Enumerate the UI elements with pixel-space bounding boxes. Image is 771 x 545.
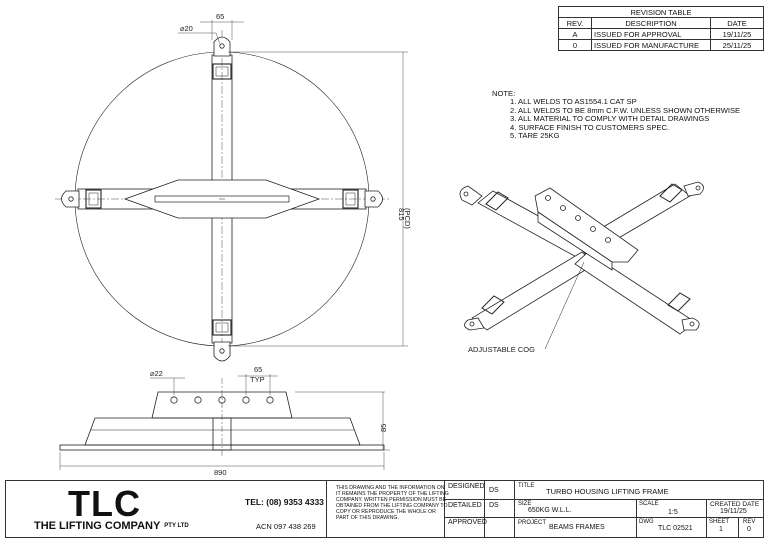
side-gusset xyxy=(151,391,293,419)
dim-pcd: 815 xyxy=(397,208,406,221)
cog-hole xyxy=(242,396,250,404)
dwg-label: DWG xyxy=(639,519,654,525)
lifting-lug xyxy=(213,36,231,57)
designed-value: DS xyxy=(489,487,499,494)
title-label: TITLE xyxy=(518,483,535,489)
drawing-notes: NOTE: 1. ALL WELDS TO AS1554.1 CAT SP 2.… xyxy=(492,89,741,141)
dim-pcd-label: (PCD) xyxy=(403,208,412,229)
company-phone: TEL: (08) 9353 4333 xyxy=(245,497,324,507)
dwg-number: TLC 02521 xyxy=(658,525,693,532)
lug-hole xyxy=(68,196,74,202)
note-item: 2. ALL WELDS TO BE 8mm C.F.W. UNLESS SHO… xyxy=(510,105,741,115)
isometric-view xyxy=(459,181,704,350)
cog-hole xyxy=(266,396,274,404)
created-value: 19/11/25 xyxy=(720,508,747,515)
sheet-value: 1 xyxy=(719,526,723,533)
note-item: 1. ALL WELDS TO AS1554.1 CAT SP xyxy=(510,97,637,107)
created-label: CREATED DATE xyxy=(710,501,760,508)
disclaimer-text: THIS DRAWING AND THE INFORMATION ON IT R… xyxy=(336,485,449,521)
lug-hole xyxy=(219,348,225,354)
cog-callout: ADJUSTABLE COG xyxy=(468,345,535,354)
company-acn: ACN 097 438 269 xyxy=(256,522,316,531)
arm-end xyxy=(667,292,691,312)
cog-hole xyxy=(218,396,226,404)
detailed-label: DETAILED xyxy=(448,502,482,509)
designed-label: DESIGNED xyxy=(448,483,485,490)
side-dim-pitch: 65 xyxy=(254,365,262,374)
rev-label: REV xyxy=(743,519,756,525)
side-view xyxy=(59,374,390,470)
cog-hole xyxy=(194,396,202,404)
side-dim-height: 85 xyxy=(379,424,388,432)
note-item: 4. SURFACE FINISH TO CUSTOMERS SPEC. xyxy=(510,122,670,132)
scale-value: 1:5 xyxy=(668,509,678,516)
arm-end xyxy=(481,295,505,315)
company-logo: TLC xyxy=(68,483,141,524)
sheet-label: SHEET xyxy=(709,519,730,525)
scale-label: SCALE xyxy=(639,501,659,507)
size-label: SIZE xyxy=(518,501,532,507)
arm-end xyxy=(659,183,683,203)
dim-hole-dia: ⌀20 xyxy=(180,24,193,33)
note-item: 3. ALL MATERIAL TO COMPLY WITH DETAIL DR… xyxy=(510,114,710,124)
iso-arm xyxy=(574,251,696,335)
notes-heading: NOTE: xyxy=(492,89,516,98)
lug-hole xyxy=(370,196,376,202)
detailed-value: DS xyxy=(489,502,499,509)
lifting-lug xyxy=(61,190,80,208)
arm-end xyxy=(485,191,509,211)
size-value: 650KG W.L.L. xyxy=(528,507,572,514)
drawing-title: TURBO HOUSING LIFTING FRAME xyxy=(546,487,669,496)
revision-row: 0 ISSUED FOR MANUFACTURE 25/11/25 xyxy=(558,39,764,51)
drawing-canvas: 65 ⌀20 815 (PCD) ⌀22 65 TYP 85 890 ADJUS… xyxy=(55,12,704,477)
lug-hole xyxy=(219,43,225,49)
revision-table: REVISION TABLE REV. DESCRIPTION DATE A I… xyxy=(558,6,764,51)
side-dim-typ: TYP xyxy=(250,375,265,384)
lifting-lug xyxy=(364,190,383,208)
project-value: BEAMS FRAMES xyxy=(549,524,605,531)
rev-value: 0 xyxy=(747,526,751,533)
lifting-lug xyxy=(213,341,231,362)
dim-arm-width: 65 xyxy=(216,12,224,21)
project-label: PROJECT xyxy=(518,520,547,526)
approved-label: APPROVED xyxy=(448,519,487,526)
note-item: 5. TARE 25KG xyxy=(510,131,560,141)
side-dim-length: 890 xyxy=(214,468,227,477)
side-dim-hole: ⌀22 xyxy=(150,369,163,378)
side-beam xyxy=(84,417,361,446)
plan-view xyxy=(55,20,408,362)
cog-hole xyxy=(170,396,178,404)
